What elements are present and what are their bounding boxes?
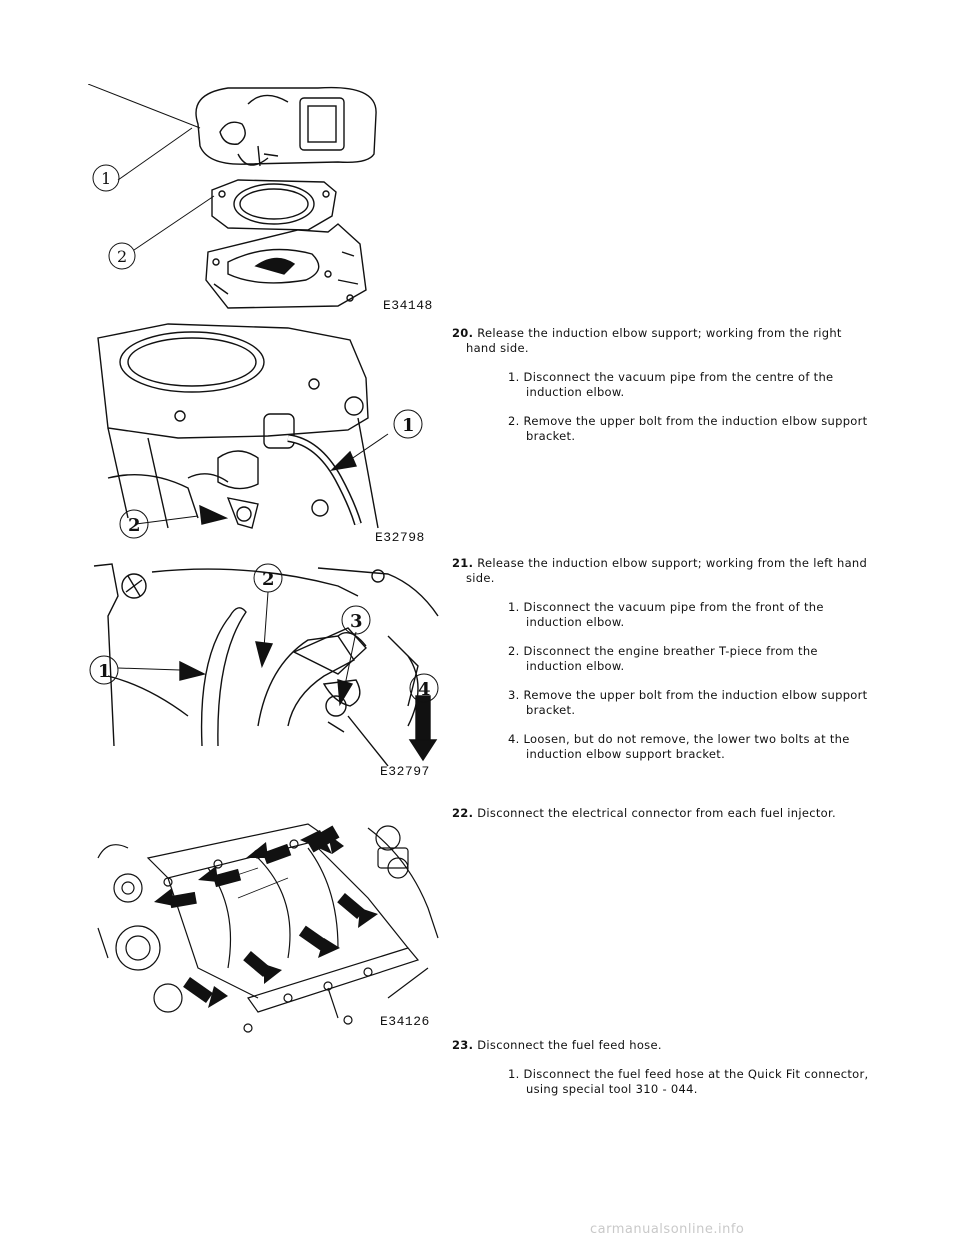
step-number: 23. [452, 1038, 474, 1052]
step-23-heading: 23. Disconnect the fuel feed hose. [452, 1038, 872, 1053]
substep-text: Disconnect the vacuum pipe from the fron… [523, 600, 824, 629]
callout-3: 3 [350, 611, 363, 632]
callout-2: 2 [262, 569, 275, 590]
callout-1: 1 [402, 415, 415, 436]
step-23: 23. Disconnect the fuel feed hose. 1. Di… [452, 1038, 872, 1097]
step-number: 20. [452, 326, 474, 340]
substep: 1. Disconnect the vacuum pipe from the c… [508, 370, 872, 400]
figure-code: E32797 [380, 764, 430, 779]
substep-text: Loosen, but do not remove, the lower two… [523, 732, 850, 761]
step-text: Release the induction elbow support; wor… [466, 556, 868, 585]
substep-number: 4. [508, 732, 520, 746]
step-20-heading: 20. Release the induction elbow support;… [452, 326, 872, 356]
step-22-heading: 22. Disconnect the electrical connector … [452, 806, 872, 821]
substep-number: 1. [508, 1067, 520, 1081]
step-21: 21. Release the induction elbow support;… [452, 556, 872, 762]
step-number: 22. [452, 806, 474, 820]
callout-1: 1 [98, 661, 111, 682]
figure-code: E34126 [380, 1014, 430, 1029]
substep-number: 2. [508, 644, 520, 658]
figure-code: E32798 [375, 530, 425, 545]
substep-number: 3. [508, 688, 520, 702]
substep: 1. Disconnect the fuel feed hose at the … [508, 1067, 872, 1097]
step-text: Release the induction elbow support; wor… [466, 326, 842, 355]
callout-4: 4 [418, 679, 431, 700]
callout-2: 2 [128, 515, 141, 536]
substep: 1. Disconnect the vacuum pipe from the f… [508, 600, 872, 630]
figure-code: E34148 [383, 298, 433, 313]
step-text: Disconnect the fuel feed hose. [477, 1038, 662, 1052]
figure-throttle-gasket: 1 2 [88, 84, 448, 316]
callout-1: 1 [101, 169, 111, 188]
substep: 2. Disconnect the engine breather T-piec… [508, 644, 872, 674]
watermark: carmanualsonline.info [590, 1222, 745, 1237]
figure-left-hand-side: 2 3 1 4 [88, 556, 448, 780]
substep-text: Remove the upper bolt from the induction… [523, 688, 868, 717]
substep-text: Disconnect the engine breather T-piece f… [523, 644, 818, 673]
substep-text: Disconnect the fuel feed hose at the Qui… [523, 1067, 869, 1096]
step-20: 20. Release the induction elbow support;… [452, 326, 872, 444]
callout-2: 2 [117, 247, 127, 266]
substep-number: 1. [508, 370, 520, 384]
substep: 2. Remove the upper bolt from the induct… [508, 414, 872, 444]
step-text: Disconnect the electrical connector from… [477, 806, 836, 820]
substep-number: 2. [508, 414, 520, 428]
substep: 4. Loosen, but do not remove, the lower … [508, 732, 872, 762]
figure-right-hand-side: 1 2 [88, 318, 448, 544]
step-22: 22. Disconnect the electrical connector … [452, 806, 872, 821]
substep-number: 1. [508, 600, 520, 614]
figure-fuel-injectors [88, 798, 448, 1038]
step-21-heading: 21. Release the induction elbow support;… [452, 556, 872, 586]
substep-text: Disconnect the vacuum pipe from the cent… [523, 370, 834, 399]
substep-text: Remove the upper bolt from the induction… [523, 414, 868, 443]
substep: 3. Remove the upper bolt from the induct… [508, 688, 872, 718]
step-number: 21. [452, 556, 474, 570]
